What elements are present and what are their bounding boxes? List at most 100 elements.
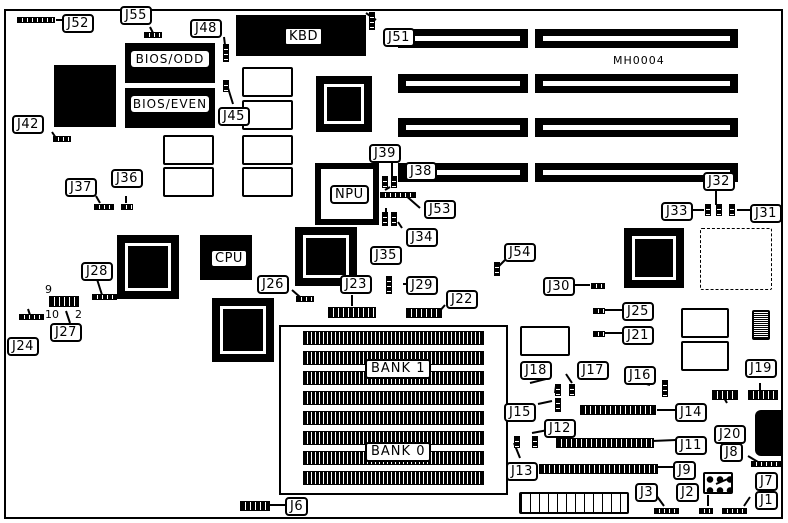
jumper-j24 xyxy=(19,314,44,320)
cache-chip xyxy=(163,167,214,197)
label-j13: J13 xyxy=(506,462,538,481)
jumper-j54 xyxy=(494,262,500,276)
rom-right xyxy=(681,341,729,371)
label-j53: J53 xyxy=(424,200,456,219)
jumper-j38 xyxy=(391,176,397,188)
label-j52: J52 xyxy=(62,14,94,33)
label-j15: J15 xyxy=(504,403,536,422)
isa-slot-4b xyxy=(535,163,738,182)
header-j23 xyxy=(328,307,376,318)
chip-top-middle xyxy=(316,76,372,132)
jumper-j30 xyxy=(591,283,605,289)
label-j18: J18 xyxy=(520,361,552,380)
label-j24: J24 xyxy=(7,337,39,356)
header-j6 xyxy=(240,501,270,511)
j27-pin-2: 2 xyxy=(75,308,82,321)
isa-slot-3a xyxy=(398,118,528,137)
label-j26: J26 xyxy=(257,275,289,294)
header-j19 xyxy=(748,390,778,400)
jumper-j52 xyxy=(17,17,55,23)
label-j28: J28 xyxy=(81,262,113,281)
jumper-j37 xyxy=(94,204,114,210)
jumper-j18 xyxy=(555,384,561,396)
chip-right xyxy=(624,228,684,288)
cache-chip xyxy=(163,135,214,165)
jumper-j28 xyxy=(92,294,117,300)
npu-label: NPU xyxy=(330,185,369,204)
label-j36: J36 xyxy=(111,169,143,188)
npu-socket: NPU xyxy=(315,163,379,225)
j27-pin-10: 10 xyxy=(45,308,59,321)
label-j19: J19 xyxy=(745,359,777,378)
rom-right xyxy=(681,308,729,338)
chip-center xyxy=(295,227,357,286)
jumper-j36 xyxy=(121,204,133,210)
label-j20: J20 xyxy=(714,425,746,444)
keyboard-connector xyxy=(755,410,783,456)
bios-odd-chip: BIOS/ODD xyxy=(125,43,215,83)
label-j16: J16 xyxy=(624,366,656,385)
jumper-j3 xyxy=(654,508,679,514)
jumper-j35 xyxy=(382,212,388,226)
label-j9: J9 xyxy=(673,461,697,480)
power-connector-j7 xyxy=(703,472,733,494)
label-j11: J11 xyxy=(675,436,707,455)
board-id-text: MH0004 xyxy=(613,54,665,67)
jumper-j42 xyxy=(53,136,71,142)
label-j3: J3 xyxy=(635,483,659,502)
jumper-j15 xyxy=(555,398,561,412)
io-chip-outline xyxy=(700,228,772,290)
isa-slot-2a xyxy=(398,74,528,93)
label-j39: J39 xyxy=(369,144,401,163)
header-j27 xyxy=(49,296,79,307)
jumper-j33 xyxy=(705,204,711,216)
isa-slot-1a xyxy=(398,29,528,48)
jumper-j1 xyxy=(722,508,747,514)
label-j17: J17 xyxy=(577,361,609,380)
jumper-j32 xyxy=(716,204,722,216)
chip-left xyxy=(117,235,179,299)
bank-1-label: BANK 1 xyxy=(365,359,432,379)
kbd-label: KBD xyxy=(284,27,323,46)
label-j8: J8 xyxy=(720,443,744,462)
label-j31: J31 xyxy=(750,204,782,223)
label-j23: J23 xyxy=(340,275,372,294)
label-j27: J27 xyxy=(50,323,82,342)
simm-banks: BANK 1 BANK 0 xyxy=(279,325,508,495)
jumper-j17 xyxy=(569,384,575,396)
header-j20 xyxy=(712,390,738,400)
header-j9 xyxy=(539,464,658,474)
isa-slot-3b xyxy=(535,118,738,137)
cpu-chip: CPU xyxy=(200,235,252,280)
jumper-j13 xyxy=(514,436,520,448)
label-j51: J51 xyxy=(383,28,415,47)
jumper-j16 xyxy=(662,380,668,397)
jumper-j51 xyxy=(369,12,375,30)
jumper-j45 xyxy=(223,80,229,92)
bios-even-label: BIOS/EVEN xyxy=(131,96,209,112)
label-j30: J30 xyxy=(543,277,575,296)
j27-pin-9: 9 xyxy=(45,283,52,296)
label-j33: J33 xyxy=(661,202,693,221)
cache-chip xyxy=(242,67,293,97)
label-j35: J35 xyxy=(370,246,402,265)
label-j21: J21 xyxy=(622,326,654,345)
label-j14: J14 xyxy=(675,403,707,422)
label-j54: J54 xyxy=(504,243,536,262)
keyboard-controller: KBD xyxy=(236,15,366,56)
rom-center xyxy=(520,326,570,356)
label-j32: J32 xyxy=(703,172,735,191)
label-j25: J25 xyxy=(622,302,654,321)
jumper-j2 xyxy=(699,508,713,514)
label-j1: J1 xyxy=(755,491,779,510)
jumper-j48 xyxy=(223,44,229,62)
isa-slot-1b xyxy=(535,29,738,48)
header-j22 xyxy=(406,308,442,318)
chipset-top-left xyxy=(54,65,116,127)
jumper-j12 xyxy=(532,436,538,448)
jumper-j39 xyxy=(382,176,388,188)
bios-odd-label: BIOS/ODD xyxy=(131,51,209,67)
jumper-j34 xyxy=(391,212,397,226)
label-j6: J6 xyxy=(285,497,309,516)
jumper-j55 xyxy=(144,32,162,38)
